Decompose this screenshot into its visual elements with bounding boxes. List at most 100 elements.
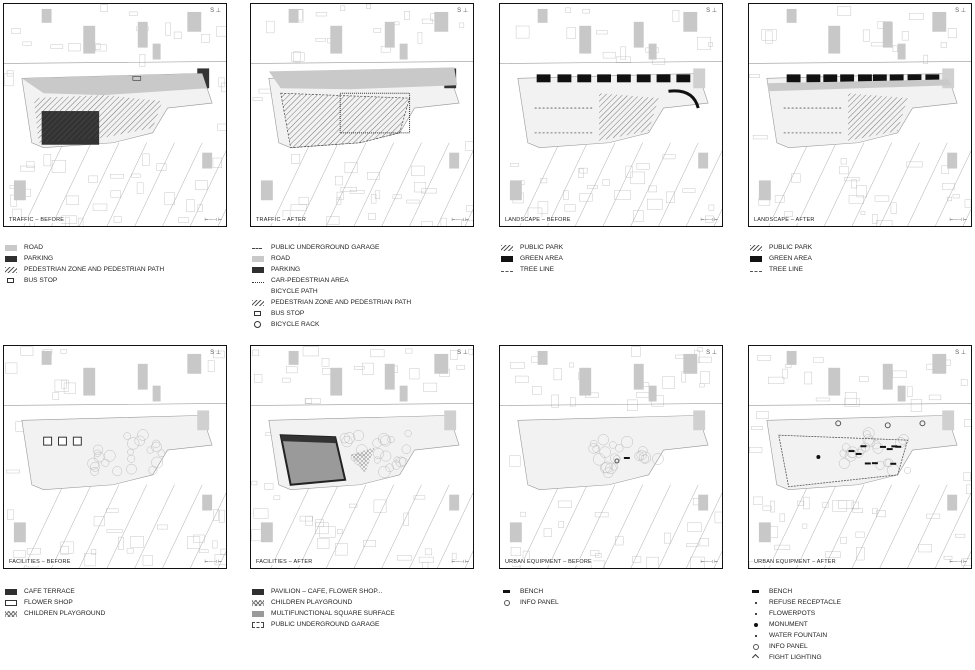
building-outline [890, 202, 897, 214]
building-outline [768, 376, 785, 384]
tree-icon [378, 465, 391, 479]
scale-bar: ⊢―⊣ ⊢ [949, 559, 967, 564]
building-outline [60, 545, 69, 555]
panel-title: TRAFFIC – AFTER [255, 217, 308, 223]
building-outline [61, 380, 67, 389]
building [882, 21, 893, 48]
scale-bar: ⊢―⊣ ⊢ [700, 559, 718, 564]
tree-icon [151, 441, 162, 453]
building [698, 494, 709, 511]
building-outline [461, 220, 473, 226]
road-area [766, 79, 953, 92]
building-outline [293, 51, 301, 63]
legend-label: TREE LINE [520, 266, 555, 273]
building-outline [253, 508, 269, 519]
building-outline [578, 168, 584, 178]
building-outline [630, 171, 645, 185]
building-outline [321, 358, 330, 367]
building-outline [633, 210, 644, 222]
tree-icon [839, 449, 848, 458]
building-outline [947, 28, 957, 39]
tree-icon [341, 436, 353, 448]
building-outline [20, 165, 35, 172]
building-outline [918, 544, 932, 553]
info-panel-icon [919, 420, 926, 427]
street-line [575, 484, 616, 568]
tree-icon [123, 432, 131, 440]
green-area [577, 74, 592, 83]
street-line [962, 550, 971, 568]
building-outline [632, 556, 642, 563]
building [434, 353, 449, 374]
corner-building [444, 410, 457, 431]
building [932, 353, 947, 374]
street-line [464, 550, 473, 568]
building-outline [532, 386, 542, 395]
building-outline [961, 558, 971, 566]
building-outline [91, 549, 97, 555]
building-outline [602, 179, 610, 186]
building-outline [652, 58, 666, 65]
tree-icon [844, 449, 857, 462]
legend-label: BUS STOP [271, 310, 305, 317]
building-outline [421, 188, 437, 194]
legend-label: CAR-PEDESTRIAN AREA [271, 277, 349, 284]
road-area [268, 67, 458, 90]
tree-icon [385, 463, 394, 473]
tree-icon [372, 438, 382, 448]
legend-symbol-icon [252, 266, 264, 273]
street-line [547, 142, 588, 226]
tree-icon [590, 439, 598, 448]
building-outline [856, 185, 867, 198]
north-arrow-icon: S ⊥ [955, 350, 966, 356]
legend-label: FIGHT LIGHTING [769, 654, 822, 661]
building-outline [537, 201, 549, 214]
building [41, 8, 52, 23]
legend-item: TREE LINE [501, 264, 725, 275]
building-outline [602, 51, 616, 59]
building-outline [791, 173, 801, 183]
building-outline [672, 10, 680, 22]
building-outline [373, 499, 387, 513]
building-outline [851, 179, 857, 189]
building-outline [142, 153, 150, 166]
building-outline [941, 165, 949, 174]
building-outline [60, 541, 74, 554]
building-outline [682, 188, 696, 193]
bench-icon [871, 462, 878, 465]
tree-icon [871, 440, 881, 450]
building-outline [839, 166, 849, 175]
building [83, 25, 96, 54]
building-outline [370, 349, 385, 358]
building-outline [852, 508, 863, 513]
monument-icon [816, 455, 821, 459]
building-outline [336, 191, 344, 200]
building-outline [273, 495, 281, 500]
building-outline [316, 538, 330, 549]
building [434, 11, 449, 32]
building-outline [304, 398, 321, 404]
street-line [23, 484, 64, 568]
building-outline [570, 397, 576, 407]
building-outline [906, 386, 913, 397]
legend-item: REFUSE RECEPTACLE [750, 597, 974, 608]
building [947, 152, 958, 169]
building [83, 367, 96, 396]
corner-building [693, 410, 706, 431]
building-outline [802, 523, 808, 529]
building-outline [753, 496, 763, 505]
tree-icon [395, 456, 407, 468]
building-outline [910, 399, 923, 412]
building [683, 11, 698, 32]
north-arrow-icon: S ⊥ [706, 350, 717, 356]
tree-icon [127, 437, 140, 450]
flower-shop [72, 436, 82, 446]
street-line [106, 142, 147, 226]
street-line [519, 142, 560, 226]
building-outline [566, 27, 576, 39]
scale-bar: ⊢―⊣ ⊢ [204, 217, 222, 222]
legend-item: BUS STOP [5, 275, 229, 286]
building-outline [126, 548, 134, 554]
building-outline [664, 532, 671, 544]
building-outline [440, 217, 447, 226]
